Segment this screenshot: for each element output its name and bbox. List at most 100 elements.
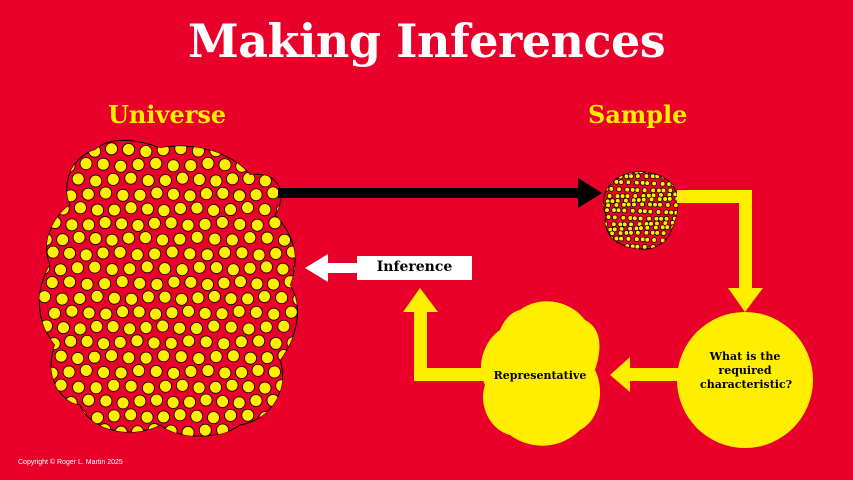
population-dot	[74, 409, 87, 423]
population-dot	[97, 337, 110, 351]
population-dot	[218, 366, 232, 380]
population-dot	[268, 157, 282, 171]
population-dot	[71, 172, 85, 186]
population-dot	[615, 207, 622, 214]
slide-title: Making Inferences	[187, 14, 666, 68]
population-dot	[192, 352, 206, 365]
population-dot	[663, 215, 670, 222]
population-dot	[611, 171, 618, 176]
population-dot	[275, 291, 288, 305]
population-dot	[105, 349, 118, 362]
population-dot	[618, 171, 625, 176]
population-dot	[216, 395, 229, 408]
population-dot	[79, 248, 93, 262]
population-dot	[227, 349, 240, 363]
population-dot	[659, 171, 666, 174]
population-dot	[157, 204, 171, 218]
population-dot	[637, 215, 644, 222]
population-dot	[617, 173, 624, 180]
population-dot	[643, 173, 650, 179]
population-dot	[627, 215, 634, 221]
population-dot	[634, 187, 641, 193]
population-dot	[149, 157, 163, 170]
population-dot	[99, 186, 113, 200]
population-dot	[233, 217, 247, 231]
population-dot	[609, 198, 616, 204]
population-dot	[183, 189, 197, 203]
population-dot	[164, 216, 178, 230]
population-dot	[165, 245, 179, 259]
population-dot	[628, 173, 634, 180]
population-dot	[65, 304, 79, 318]
population-dot	[250, 277, 264, 291]
population-dot	[39, 349, 52, 363]
population-dot	[181, 218, 195, 232]
population-dot	[175, 378, 189, 392]
population-dot	[650, 187, 656, 194]
population-dot	[105, 142, 118, 156]
population-dot	[201, 156, 215, 170]
population-dot	[631, 201, 637, 208]
population-dot	[113, 245, 127, 259]
population-dot	[613, 235, 620, 242]
population-dot	[267, 307, 281, 321]
population-dot	[209, 380, 222, 394]
population-dot	[624, 186, 631, 193]
population-dot	[604, 207, 610, 213]
population-dot	[115, 275, 129, 289]
population-dot	[613, 202, 620, 208]
population-dot	[71, 261, 84, 275]
population-dot	[54, 263, 67, 277]
population-dot	[648, 196, 655, 203]
population-dot	[654, 230, 661, 236]
population-dot	[232, 304, 246, 318]
population-dot	[131, 158, 145, 171]
population-dot	[629, 207, 636, 214]
population-dot	[80, 335, 94, 348]
population-dot	[258, 290, 271, 303]
population-dot	[166, 159, 180, 173]
universe-label: Universe	[108, 100, 227, 129]
population-dot	[623, 230, 630, 236]
population-dot	[662, 196, 668, 202]
population-dot	[258, 381, 272, 395]
population-dot	[48, 424, 62, 437]
population-dot	[234, 275, 247, 289]
population-dot	[660, 230, 667, 236]
population-dot	[620, 250, 625, 255]
population-dot	[644, 180, 651, 186]
population-dot	[616, 186, 622, 193]
population-dot	[124, 171, 138, 185]
population-dot	[294, 322, 298, 336]
population-dot	[65, 218, 79, 232]
population-dot	[241, 201, 254, 215]
population-dot	[79, 157, 93, 171]
population-dot	[646, 250, 651, 255]
population-dot	[608, 242, 615, 249]
population-dot	[234, 335, 248, 349]
population-dot	[72, 230, 86, 244]
population-dot	[215, 307, 229, 321]
population-dot	[39, 380, 51, 394]
population-dot	[148, 216, 161, 230]
population-dot	[224, 292, 238, 306]
population-dot	[655, 209, 662, 215]
copyright: Copyright © Roger L. Martin 2025	[18, 459, 123, 466]
population-dot	[141, 202, 154, 216]
population-dot	[644, 224, 651, 231]
population-dot	[174, 202, 187, 215]
population-dot	[611, 221, 617, 228]
population-dot	[268, 423, 282, 436]
population-dot	[283, 396, 297, 410]
population-dot	[157, 349, 171, 363]
population-dot	[105, 233, 119, 247]
representative-text: Representative	[493, 369, 587, 382]
population-dot	[619, 193, 626, 199]
population-dot	[224, 408, 237, 422]
population-dot	[615, 250, 620, 255]
population-dot	[198, 423, 212, 437]
population-dot	[260, 231, 274, 245]
population-dot	[215, 216, 229, 229]
population-dot	[99, 394, 113, 408]
population-dot	[617, 230, 624, 236]
